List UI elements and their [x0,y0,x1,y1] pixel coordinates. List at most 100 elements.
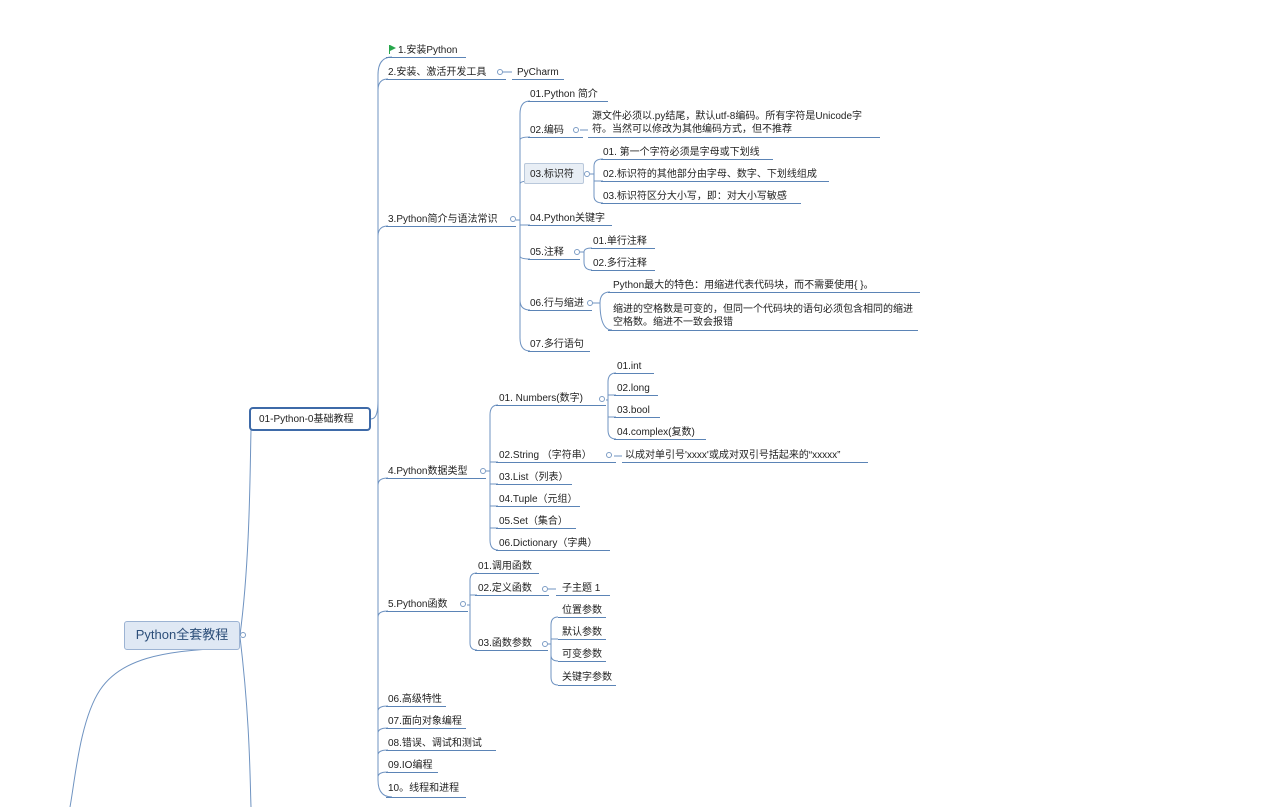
node-identifier[interactable]: 03.标识符 [530,169,574,180]
underline [601,159,773,160]
underline [591,248,655,249]
node-dict[interactable]: 06.Dictionary（字典） [499,538,598,549]
underline [475,573,539,574]
underline [528,259,580,260]
underline [512,79,564,80]
node-string-desc[interactable]: 以成对单引号'xxxx'或成对双引号括起来的“xxxxx” [625,450,841,461]
collapse-toggle[interactable] [599,396,605,402]
collapse-toggle[interactable] [497,69,503,75]
node-param-default[interactable]: 默认参数 [562,627,602,638]
collapse-toggle[interactable] [573,127,579,133]
node-string[interactable]: 02.String （字符串） [499,450,592,461]
collapse-toggle[interactable] [510,216,516,222]
node-identifier-rule-2[interactable]: 02.标识符的其他部分由字母、数字、下划线组成 [603,169,817,180]
underline [386,478,486,479]
node-identifier-rule-3[interactable]: 03.标识符区分大小写，即：对大小写敏感 [603,191,787,202]
underline [558,685,616,686]
node-long[interactable]: 02.long [617,383,650,394]
node-complex[interactable]: 04.complex(复数) [617,427,695,438]
root-topic-box[interactable] [124,621,240,650]
underline [528,101,608,102]
node-func-params[interactable]: 03.函数参数 [478,638,532,649]
root-collapse-toggle[interactable] [240,632,246,638]
branch-threads[interactable]: 10。线程和进程 [388,783,460,794]
underline [601,181,829,182]
underline [608,292,920,293]
root-topic-label: Python全套教程 [135,627,229,642]
node-subtopic-1[interactable]: 子主题 1 [562,583,601,594]
underline [588,137,880,138]
node-multiline[interactable]: 07.多行语句 [530,339,584,350]
node-indent[interactable]: 06.行与缩进 [530,298,584,309]
underline [386,750,496,751]
underline [528,225,612,226]
underline [386,226,516,227]
node-indent-rule-1[interactable]: Python最大的特色：用缩进代表代码块，而不需要使用{ }。 [613,280,874,291]
collapse-toggle[interactable] [480,468,486,474]
node-python-intro[interactable]: 01.Python 简介 [530,89,598,100]
node-indent-rule-2[interactable]: 缩进的空格数是可变的，但同一个代码块的语句必须包含相同的缩进空格数。缩进不一致会… [613,304,913,328]
collapse-toggle[interactable] [606,452,612,458]
node-encoding-desc[interactable]: 源文件必须以.py结尾，默认utf-8编码。所有字符是Unicode字符。当然可… [592,111,863,135]
node-def-func[interactable]: 02.定义函数 [478,583,532,594]
collapse-toggle[interactable] [584,171,590,177]
underline [475,650,548,651]
branch-advanced[interactable]: 06.高级特性 [388,694,442,705]
node-comments[interactable]: 05.注释 [530,247,564,258]
flag-icon-pole [389,45,390,54]
underline [386,797,466,798]
underline [496,462,616,463]
underline [386,57,466,58]
node-set[interactable]: 05.Set（集合） [499,516,568,527]
node-comment-single[interactable]: 01.单行注释 [593,236,647,247]
branch-io[interactable]: 09.IO编程 [388,760,433,771]
collapse-toggle[interactable] [587,300,593,306]
underline [528,137,583,138]
collapse-toggle[interactable] [574,249,580,255]
node-bool[interactable]: 03.bool [617,405,650,416]
underline [556,595,610,596]
underline [558,661,606,662]
node-numbers[interactable]: 01. Numbers(数字) [499,393,583,404]
node-identifier-rule-1[interactable]: 01. 第一个字符必须是字母或下划线 [603,147,760,158]
underline [386,611,468,612]
underline [558,639,606,640]
flag-icon [390,45,396,51]
node-int[interactable]: 01.int [617,361,642,372]
identifier-highlight [524,163,584,184]
branch-oop[interactable]: 07.面向对象编程 [388,716,462,727]
node-pycharm[interactable]: PyCharm [517,67,559,78]
node-keywords[interactable]: 04.Python关键字 [530,213,606,224]
underline [496,405,606,406]
collapse-toggle[interactable] [542,586,548,592]
branch-errors[interactable]: 08.错误、调试和测试 [388,738,482,749]
node-param-keyword[interactable]: 关键字参数 [562,672,612,683]
node-comment-multi[interactable]: 02.多行注释 [593,258,647,269]
underline [386,772,438,773]
collapse-toggle[interactable] [460,601,466,607]
main-topic-box[interactable] [249,407,371,431]
underline [614,439,706,440]
node-encoding[interactable]: 02.编码 [530,125,564,136]
underline [528,310,592,311]
underline [386,728,466,729]
underline [475,595,549,596]
node-param-variable[interactable]: 可变参数 [562,649,602,660]
underline [528,351,590,352]
underline [386,79,506,80]
branch-functions[interactable]: 5.Python函数 [388,599,448,610]
underline [496,528,576,529]
collapse-toggle[interactable] [542,641,548,647]
node-list[interactable]: 03.List（列表） [499,472,569,483]
branch-install-ide[interactable]: 2.安装、激活开发工具 [388,67,487,78]
node-tuple[interactable]: 04.Tuple（元组） [499,494,578,505]
node-call-func[interactable]: 01.调用函数 [478,561,532,572]
branch-intro-syntax[interactable]: 3.Python简介与语法常识 [388,214,498,225]
underline [601,203,801,204]
main-topic-label: 01-Python-0基础教程 [259,414,354,425]
node-param-positional[interactable]: 位置参数 [562,605,602,616]
branch-install-python[interactable]: 1.安装Python [398,45,458,56]
underline [614,395,658,396]
underline [591,270,655,271]
branch-datatypes[interactable]: 4.Python数据类型 [388,466,468,477]
